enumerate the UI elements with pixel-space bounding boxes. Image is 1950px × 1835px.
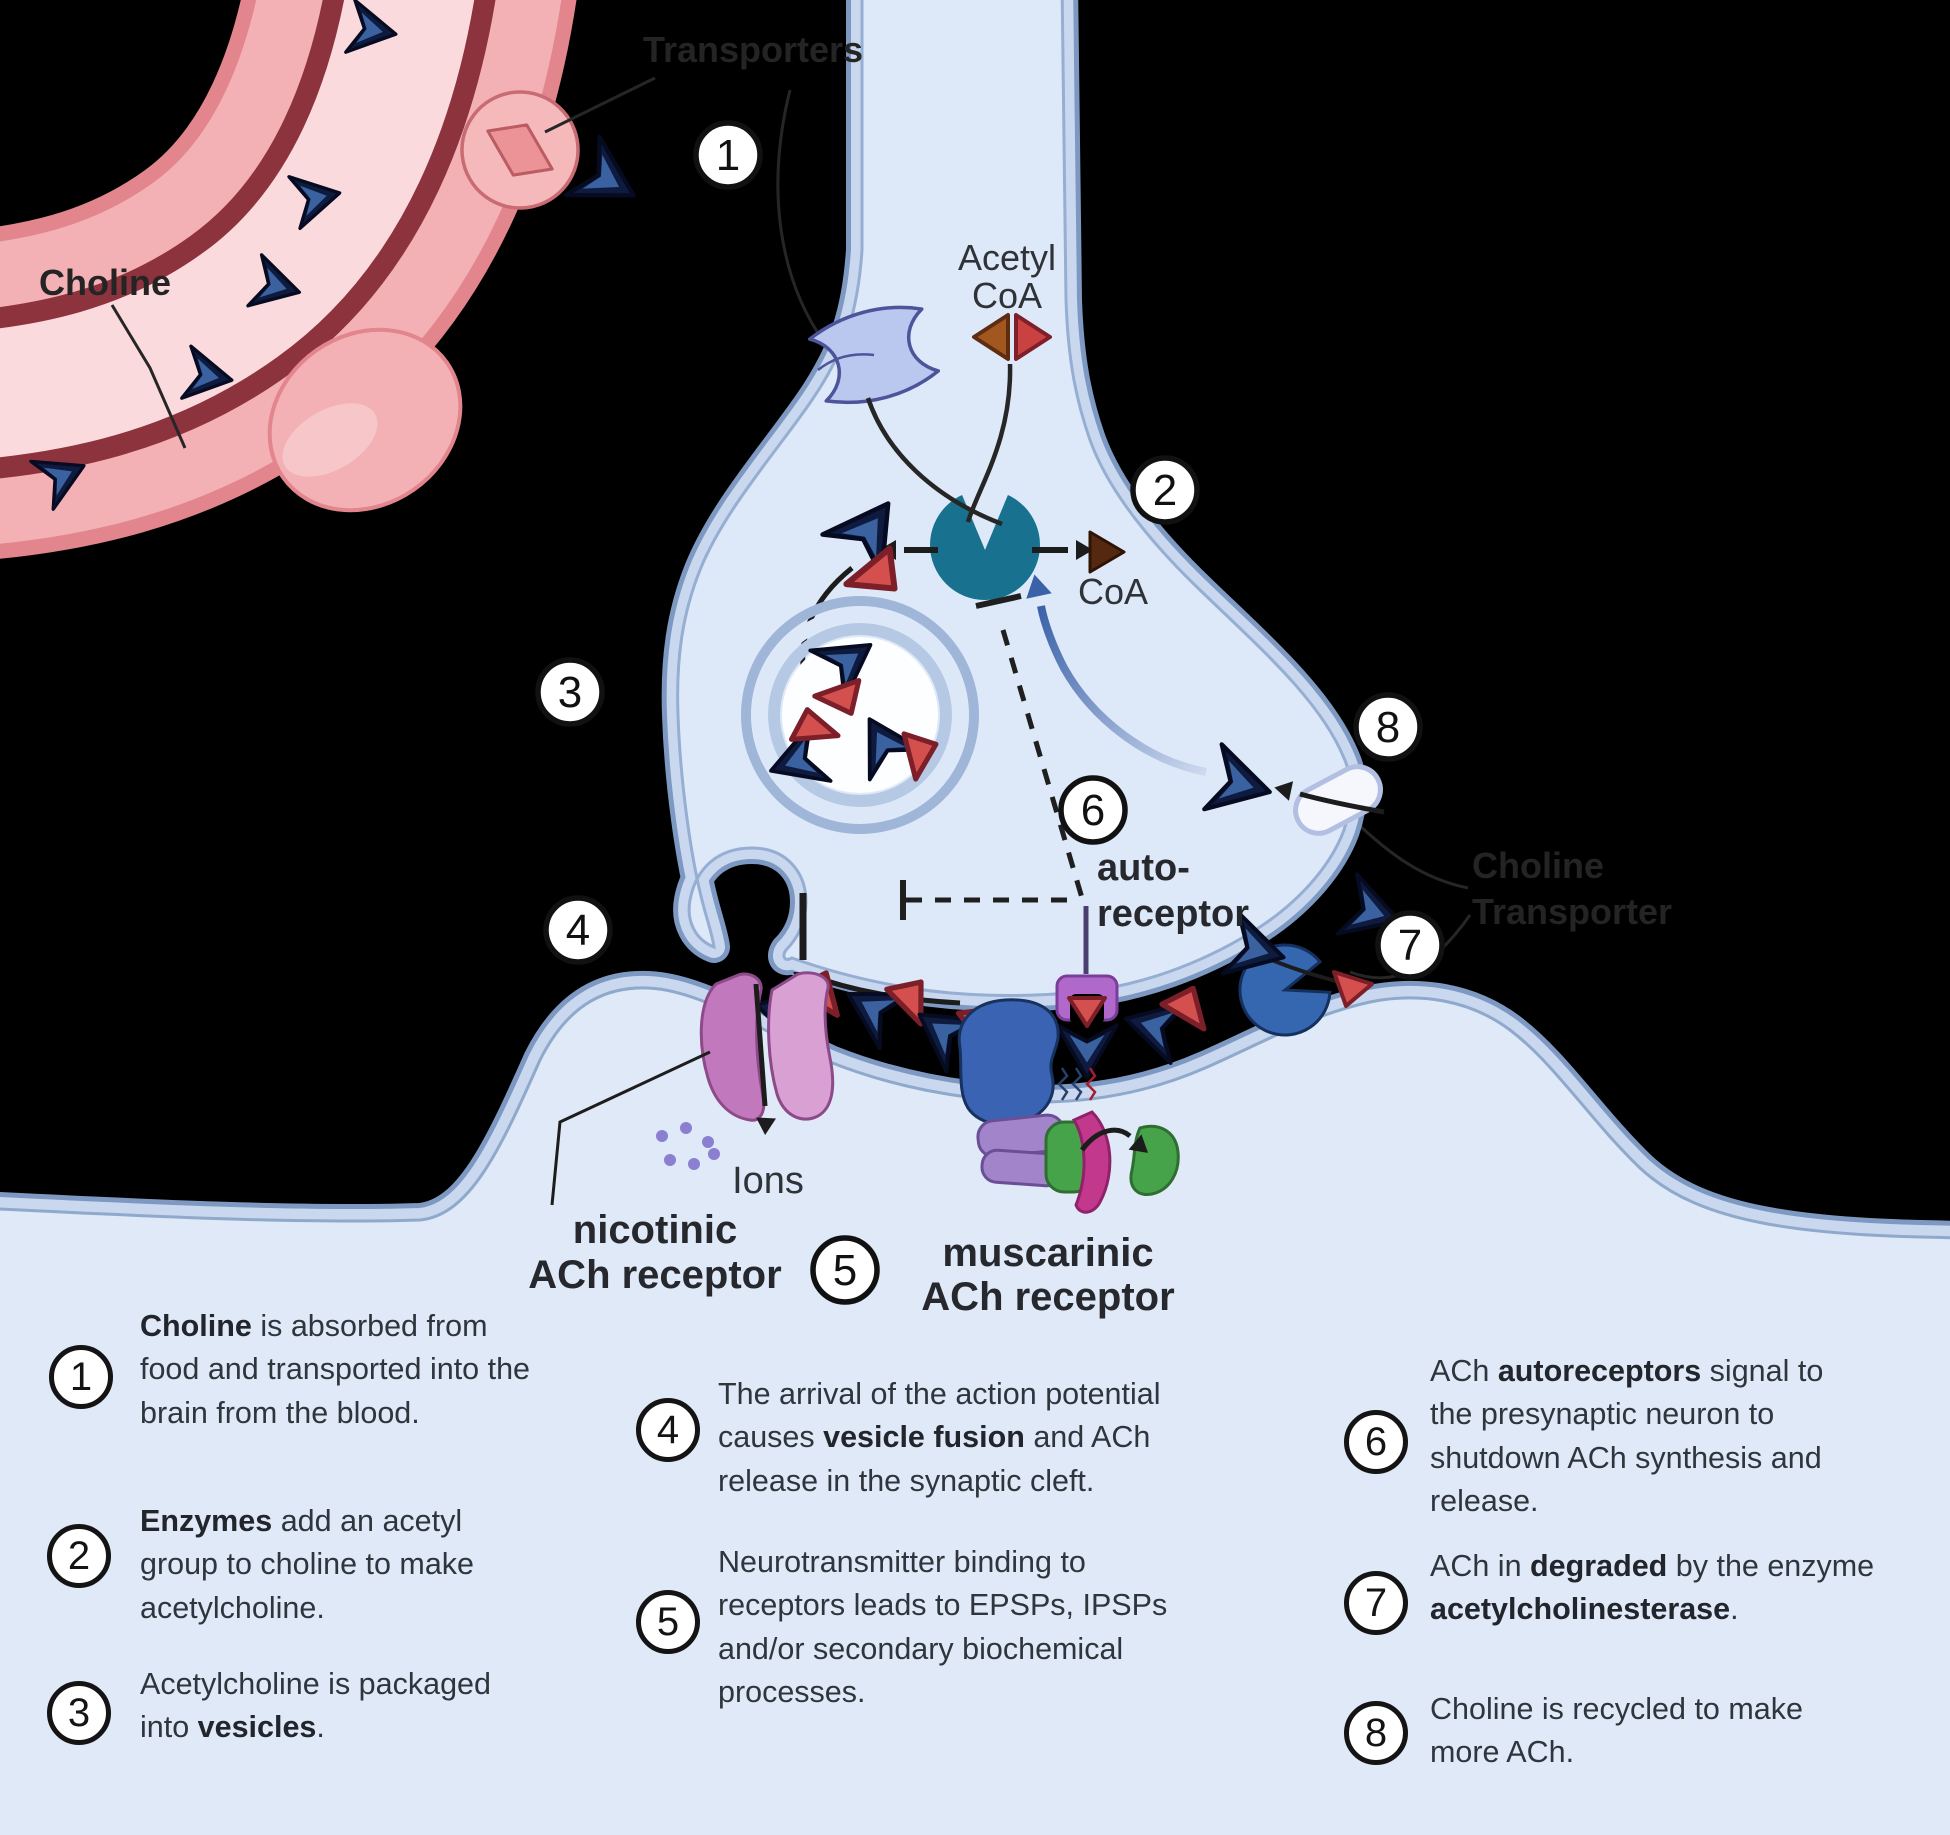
transporters-label: Transporters [643, 29, 863, 70]
axon-choline-transporter [807, 305, 941, 405]
acetyl-coa-label-line1: Acetyl [958, 237, 1056, 278]
legend-item-5: Neurotransmitter binding to receptors le… [718, 1545, 1176, 1709]
legend-step-circle-1: 1 [49, 1345, 113, 1409]
legend-item-7: ACh in degraded by the enzyme acetylchol… [1430, 1549, 1883, 1627]
legend-step-circle-8: 8 [1344, 1701, 1408, 1765]
bbb-transporter [460, 90, 580, 210]
step-number: 6 [1081, 786, 1105, 835]
step-marker-5: 5 [810, 1235, 880, 1305]
step-number: 3 [558, 668, 582, 717]
chat-enzyme [930, 490, 1040, 600]
leader-choline-transporter-1 [1358, 824, 1469, 890]
t-bar-top [975, 593, 1022, 609]
legend-step-circle-4: 4 [636, 1398, 700, 1462]
line-transporter-to-enzyme [865, 397, 1003, 527]
legend-item-2: Enzymes add an acetyl group to choline t… [140, 1504, 483, 1625]
membrane-choline-transporter [1293, 764, 1383, 836]
inhibition-dashed-lines [900, 593, 1085, 920]
legend-item-4: The arrival of the action potential caus… [718, 1377, 1169, 1498]
muscarinic-label-line2: ACh receptor [921, 1275, 1174, 1319]
legend-step-circle-7: 7 [1344, 1571, 1408, 1635]
choline-transporter-label-line1: Choline [1472, 845, 1604, 886]
arrow-choline-uptake [1299, 791, 1385, 815]
legend-item-8: Choline is recycled to make more ACh. [1430, 1692, 1812, 1770]
vessel-endfoot-highlight [282, 403, 378, 477]
coa-molecule [1088, 530, 1126, 574]
autoreceptor [1055, 974, 1119, 1080]
nicotinic-label-line2: ACh receptor [528, 1253, 781, 1297]
leader-transporters-to-vessel [544, 76, 656, 134]
leader-transporters-to-axon [776, 89, 826, 343]
vessel-lumen [0, 0, 475, 458]
leader-nicotinic-label [550, 1050, 711, 1206]
coa-label: CoA [1078, 571, 1148, 612]
step-number: 5 [833, 1246, 857, 1295]
enzyme-input-lines [865, 363, 1013, 527]
step-marker-7: 7 [1375, 910, 1445, 980]
step-marker-1: 1 [693, 120, 763, 190]
ion-dots [656, 1122, 720, 1170]
autoreceptor-label-line1: auto- [1097, 847, 1190, 889]
ions-label: Ions [732, 1160, 804, 1202]
acetate-product [1332, 970, 1374, 1008]
legend-step-circle-6: 6 [1344, 1410, 1408, 1474]
nicotinic-receptor [699, 971, 835, 1136]
step-number: 7 [1398, 921, 1422, 970]
synaptic-vesicle [741, 596, 979, 834]
blood-vessel [0, 0, 650, 559]
step-marker-3: 3 [535, 657, 605, 727]
legend-step-circle-3: 3 [47, 1681, 111, 1745]
muscarinic-label-line1: muscarinic [942, 1231, 1153, 1275]
acetyl-coa-label-line2: CoA [972, 275, 1042, 316]
legend-item-1: Choline is absorbed from food and transp… [140, 1309, 539, 1430]
legend-item-6: ACh autoreceptors signal to the presynap… [1430, 1354, 1832, 1518]
step-number: 4 [566, 906, 590, 955]
arrow-choline-recycle [1037, 605, 1207, 776]
acetyl-coa-molecule [972, 313, 1052, 361]
choline-transporter-label-line2: Transporter [1472, 891, 1672, 932]
autoreceptor-label-line2: receptor [1097, 893, 1249, 935]
line-acetylcoa-to-enzyme [965, 363, 1013, 523]
postsynaptic-cytoplasm [0, 987, 1950, 1835]
step-marker-6: 6 [1058, 775, 1128, 845]
legend-step-circle-2: 2 [47, 1524, 111, 1588]
lipid-anchors [1057, 1067, 1097, 1101]
choline-vessel-label: Choline [39, 262, 171, 303]
nicotinic-label-line1: nicotinic [573, 1208, 737, 1252]
acetylcholinesterase-enzyme [1238, 943, 1332, 1037]
leader-choline-label [110, 304, 187, 449]
step-marker-2: 2 [1130, 455, 1200, 525]
step-number: 8 [1376, 703, 1400, 752]
ion-channel-arrow [753, 983, 768, 1107]
arrowhead-blue [1026, 574, 1052, 599]
arrow-g-protein-release [1079, 1127, 1132, 1152]
step-markers: 1 2 3 4 5 6 7 8 [535, 120, 1445, 1305]
ach-triangle [1067, 996, 1107, 1028]
legend-item-3: Acetylcholine is packaged into vesicles. [140, 1667, 500, 1745]
step-number: 2 [1153, 466, 1177, 515]
step-number: 1 [716, 131, 740, 180]
muscarinic-blue-body [957, 998, 1060, 1127]
muscarinic-receptor [957, 998, 1180, 1214]
legend-step-circle-5: 5 [636, 1590, 700, 1654]
leader-lines-faded [110, 76, 1472, 980]
step-marker-4: 4 [543, 895, 613, 965]
step-marker-8: 8 [1353, 692, 1423, 762]
enzyme-output-arrows [879, 540, 1093, 560]
